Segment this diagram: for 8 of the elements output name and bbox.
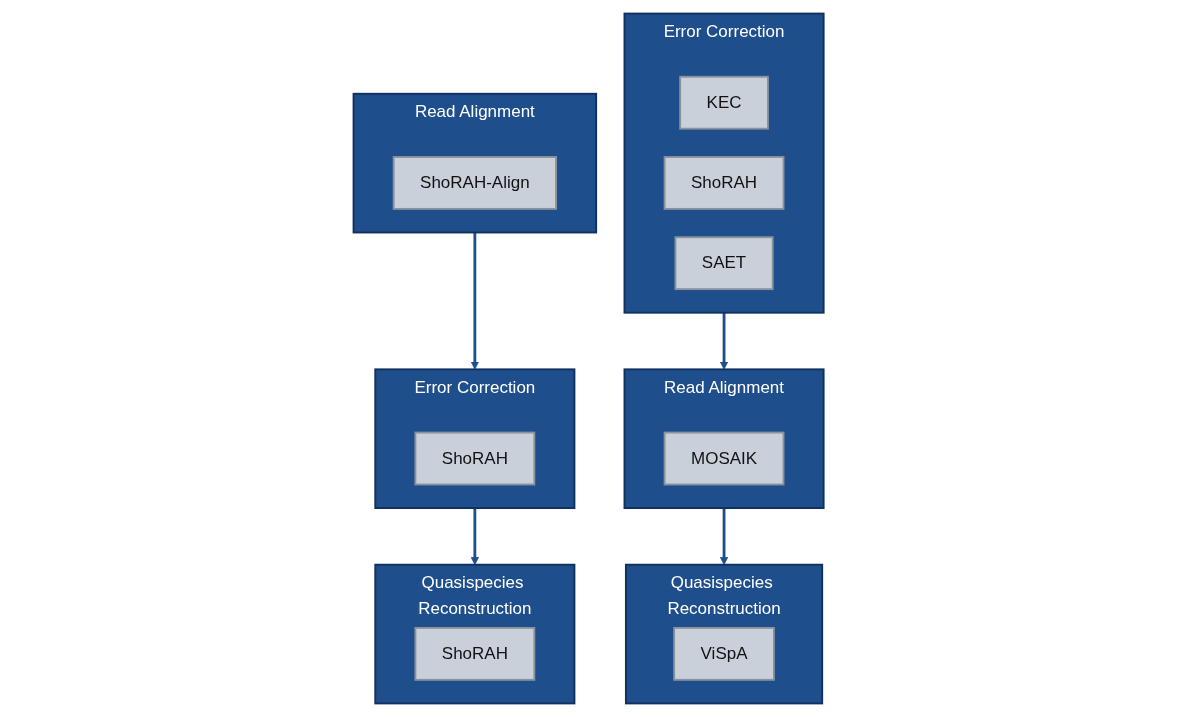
tool-box: ShoRAH	[663, 156, 785, 210]
tool-box: ViSpA	[673, 627, 775, 681]
tool-box: ShoRAH	[414, 431, 536, 486]
tool-box: ShoRAH	[414, 627, 536, 681]
tool-box: SAET	[674, 236, 774, 291]
tool-box: MOSAIK	[663, 431, 785, 486]
tool-box: KEC	[679, 75, 769, 130]
tool-box: ShoRAH-Align	[392, 156, 557, 210]
